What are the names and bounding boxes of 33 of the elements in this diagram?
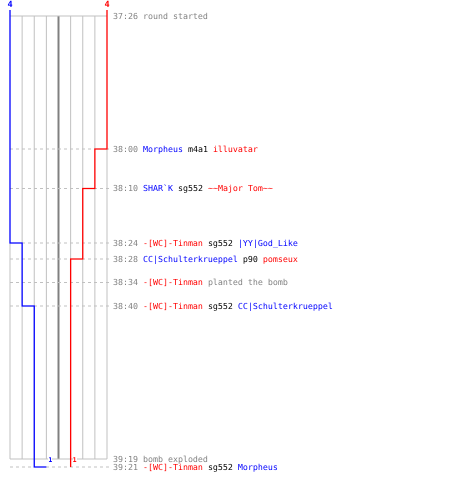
player-name: pomseux <box>262 256 298 262</box>
player-name: -[WC]-Tinman <box>142 302 203 310</box>
weapon-name: sg552 <box>208 464 233 470</box>
timestamp: 37:26 <box>113 12 138 20</box>
player-name: -[WC]-Tinman <box>142 240 203 246</box>
timestamp: 38:34 <box>113 279 138 286</box>
weapon-name: m4a1 <box>188 146 208 152</box>
player-name: SHAR`K <box>142 185 173 192</box>
timestamp: 38:00 <box>113 146 138 152</box>
player-name: ~~Major Tom~~ <box>208 185 273 192</box>
player-name: CC|Schulterkrueppel <box>142 256 238 262</box>
timestamp: 38:40 <box>113 302 138 310</box>
timestamp: 38:10 <box>113 185 138 192</box>
count-label: 4 <box>104 1 110 10</box>
weapon-name: sg552 <box>208 240 233 246</box>
player-name: -[WC]-Tinman <box>142 464 203 470</box>
timestamp: 39:21 <box>113 464 138 470</box>
player-name: -[WC]-Tinman <box>142 279 203 286</box>
event-text: bomb exploded <box>142 456 208 462</box>
player-name: illuvatar <box>212 146 258 152</box>
event-text: round started <box>142 12 208 20</box>
player-name: |YY|God_Like <box>238 240 298 246</box>
player-name: Morpheus <box>142 146 183 152</box>
player-name: Morpheus <box>238 464 278 470</box>
timestamp: 39:19 <box>113 456 138 462</box>
weapon-name: p90 <box>242 256 258 262</box>
count-label: 4 <box>8 1 13 10</box>
weapon-name: sg552 <box>178 185 203 192</box>
timestamp: 38:28 <box>113 256 138 262</box>
event-text: planted the bomb <box>208 279 288 286</box>
weapon-name: sg552 <box>208 302 233 310</box>
player-name: CC|Schulterkrueppel <box>238 302 333 310</box>
timestamp: 38:24 <box>113 240 138 246</box>
